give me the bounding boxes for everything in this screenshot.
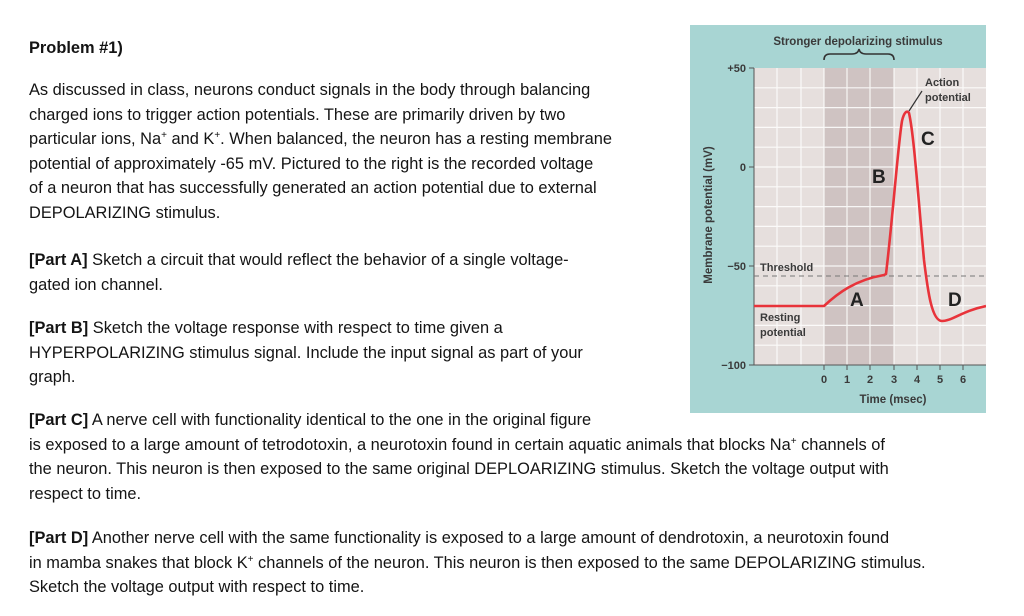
- part-d-line-3: Sketch the voltage output with respect t…: [29, 578, 365, 596]
- part-b-line-2: HYPERPOLARIZING stimulus signal. Include…: [29, 343, 583, 362]
- part-d-paragraph: [Part D] Another nerve cell with the sam…: [29, 526, 1009, 600]
- intro-line-3-c: . When balanced, the neuron has a restin…: [220, 130, 612, 148]
- k-superscript: +: [247, 553, 254, 565]
- part-c-line-2-a: is exposed to a large amount of tetrodot…: [29, 435, 791, 454]
- xtick-4: 4: [914, 374, 921, 386]
- part-c-line-2: is exposed to a large amount of tetrodot…: [29, 433, 1009, 458]
- y-axis-label: Membrane potential (mV): [703, 146, 715, 284]
- part-b-line-3: graph.: [29, 368, 76, 386]
- na-superscript: +: [161, 130, 167, 141]
- part-d-line-2-b: channels of the neuron. This neuron is t…: [253, 553, 926, 572]
- intro-line-6: DEPOLARIZING stimulus.: [29, 203, 221, 222]
- part-a-text-1: Sketch a circuit that would reflect the …: [87, 251, 569, 269]
- xtick-6: 6: [960, 374, 966, 386]
- phase-b-label: B: [872, 167, 886, 188]
- ytick-0: 0: [740, 162, 746, 174]
- part-a-paragraph: [Part A] Sketch a circuit that would ref…: [29, 248, 669, 297]
- part-d-line-1: [Part D] Another nerve cell with the sam…: [29, 526, 1009, 551]
- part-c-text-1: A nerve cell with functionality identica…: [88, 411, 592, 429]
- intro-line-3-a: particular ions, Na: [29, 130, 162, 148]
- y-ticks: [749, 67, 754, 366]
- stimulus-band: [824, 68, 894, 365]
- action-potential-label-line1: Action: [925, 77, 960, 89]
- part-c-label: [Part C]: [29, 411, 89, 429]
- problem-title: Problem #1): [29, 39, 123, 57]
- xtick-2: 2: [867, 374, 873, 386]
- membrane-potential-trace: [754, 110, 987, 323]
- resting-label-line1: Resting: [760, 312, 800, 324]
- intro-line-1: As discussed in class, neurons conduct s…: [29, 81, 591, 99]
- intro-line-3: particular ions, Na+ and K+. When balanc…: [29, 127, 669, 152]
- part-c-line-1: [Part C] A nerve cell with functionality…: [29, 408, 1009, 433]
- y-tick-labels: +50 0 −50 −100: [721, 63, 746, 372]
- resting-label-line2: potential: [760, 327, 806, 339]
- k-superscript: +: [214, 130, 221, 141]
- action-potential-chart: +50 0 −50 −100 0 1 2 3 4 5 6 Time (msec)…: [690, 25, 987, 413]
- xtick-5: 5: [937, 374, 943, 386]
- phase-d-label: D: [948, 290, 962, 311]
- x-tick-labels: 0 1 2 3 4 5 6: [821, 374, 966, 386]
- threshold-label: Threshold: [760, 262, 813, 274]
- xtick-1: 1: [844, 374, 850, 386]
- na-superscript: +: [790, 435, 797, 447]
- action-potential-label-line2: potential: [925, 92, 971, 104]
- part-a-label: [Part A]: [29, 251, 88, 269]
- xtick-0: 0: [821, 374, 827, 386]
- x-ticks: [823, 365, 964, 370]
- x-axis-label: Time (msec): [860, 394, 927, 406]
- intro-paragraph: As discussed in class, neurons conduct s…: [29, 78, 669, 225]
- part-a-line-2: gated ion channel.: [29, 275, 163, 294]
- action-potential-pointer: [908, 90, 923, 112]
- ytick-minus100: −100: [721, 360, 746, 372]
- action-potential-figure: +50 0 −50 −100 0 1 2 3 4 5 6 Time (msec)…: [690, 25, 987, 413]
- part-c-paragraph: [Part C] A nerve cell with functionality…: [29, 408, 1009, 506]
- stimulus-brace: [823, 48, 895, 61]
- part-b-line-1: [Part B] Sketch the voltage response wit…: [29, 316, 669, 341]
- intro-line-2: charged ions to trigger action potential…: [29, 105, 566, 124]
- ytick-plus50: +50: [727, 63, 746, 75]
- part-a-line-1: [Part A] Sketch a circuit that would ref…: [29, 248, 669, 273]
- part-d-text-1: Another nerve cell with the same functio…: [88, 529, 890, 547]
- part-c-line-4: respect to time.: [29, 484, 142, 503]
- phase-c-label: C: [921, 129, 935, 150]
- ytick-minus50: −50: [727, 261, 746, 273]
- part-b-paragraph: [Part B] Sketch the voltage response wit…: [29, 316, 669, 390]
- part-d-line-2-a: in mamba snakes that block K: [29, 553, 248, 572]
- xtick-3: 3: [891, 374, 897, 386]
- stimulus-label: Stronger depolarizing stimulus: [773, 36, 942, 48]
- grid-lines: [754, 68, 986, 365]
- intro-line-3-b: and K: [166, 130, 215, 148]
- part-c-line-2-b: channels of: [796, 435, 885, 454]
- part-c-line-3: the neuron. This neuron is then exposed …: [29, 460, 889, 478]
- intro-line-5: of a neuron that has successfully genera…: [29, 179, 597, 197]
- phase-labels: A B C D: [850, 129, 962, 311]
- part-b-label: [Part B]: [29, 319, 89, 337]
- phase-a-label: A: [850, 290, 864, 311]
- intro-line-4: potential of approximately -65 mV. Pictu…: [29, 154, 594, 173]
- part-b-text-1: Sketch the voltage response with respect…: [88, 319, 503, 337]
- part-d-line-2: in mamba snakes that block K+ channels o…: [29, 551, 1009, 576]
- part-d-label: [Part D]: [29, 529, 89, 547]
